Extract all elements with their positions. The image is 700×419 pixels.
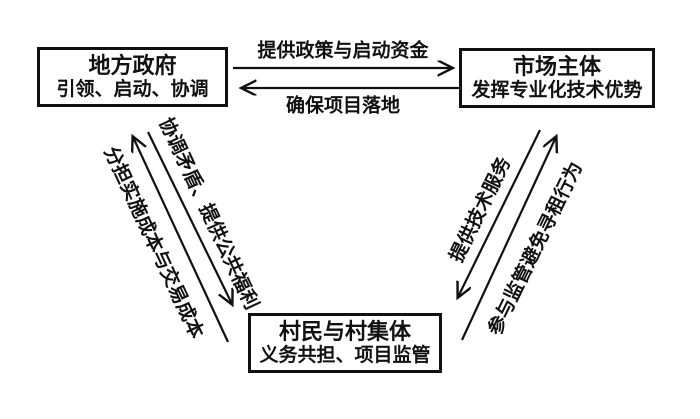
node-market-entities: 市场主体 发挥专业化技术优势	[459, 48, 655, 108]
node-local-government: 地方政府 引领、启动、协调	[37, 47, 228, 107]
arrow-market-to-villagers	[458, 129, 541, 297]
node-local-government-title: 地方政府	[88, 52, 177, 78]
node-villagers-collective-subtitle: 义务共担、项目监管	[259, 344, 431, 366]
node-market-entities-title: 市场主体	[512, 53, 601, 79]
edge-label-ensure-project-landing: 确保项目落地	[285, 95, 401, 117]
node-local-government-subtitle: 引领、启动、协调	[56, 78, 209, 100]
arrow-gov-to-villagers	[147, 131, 232, 304]
node-villagers-collective: 村民与村集体 义务共担、项目监管	[248, 313, 442, 373]
arrow-villagers-to-gov	[133, 137, 229, 343]
node-villagers-collective-title: 村民与村集体	[278, 318, 411, 344]
arrow-villagers-to-market	[461, 137, 556, 341]
node-market-entities-subtitle: 发挥专业化技术优势	[471, 79, 643, 101]
edge-label-provide-policy-and-startup-funding: 提供政策与启动资金	[257, 40, 429, 62]
